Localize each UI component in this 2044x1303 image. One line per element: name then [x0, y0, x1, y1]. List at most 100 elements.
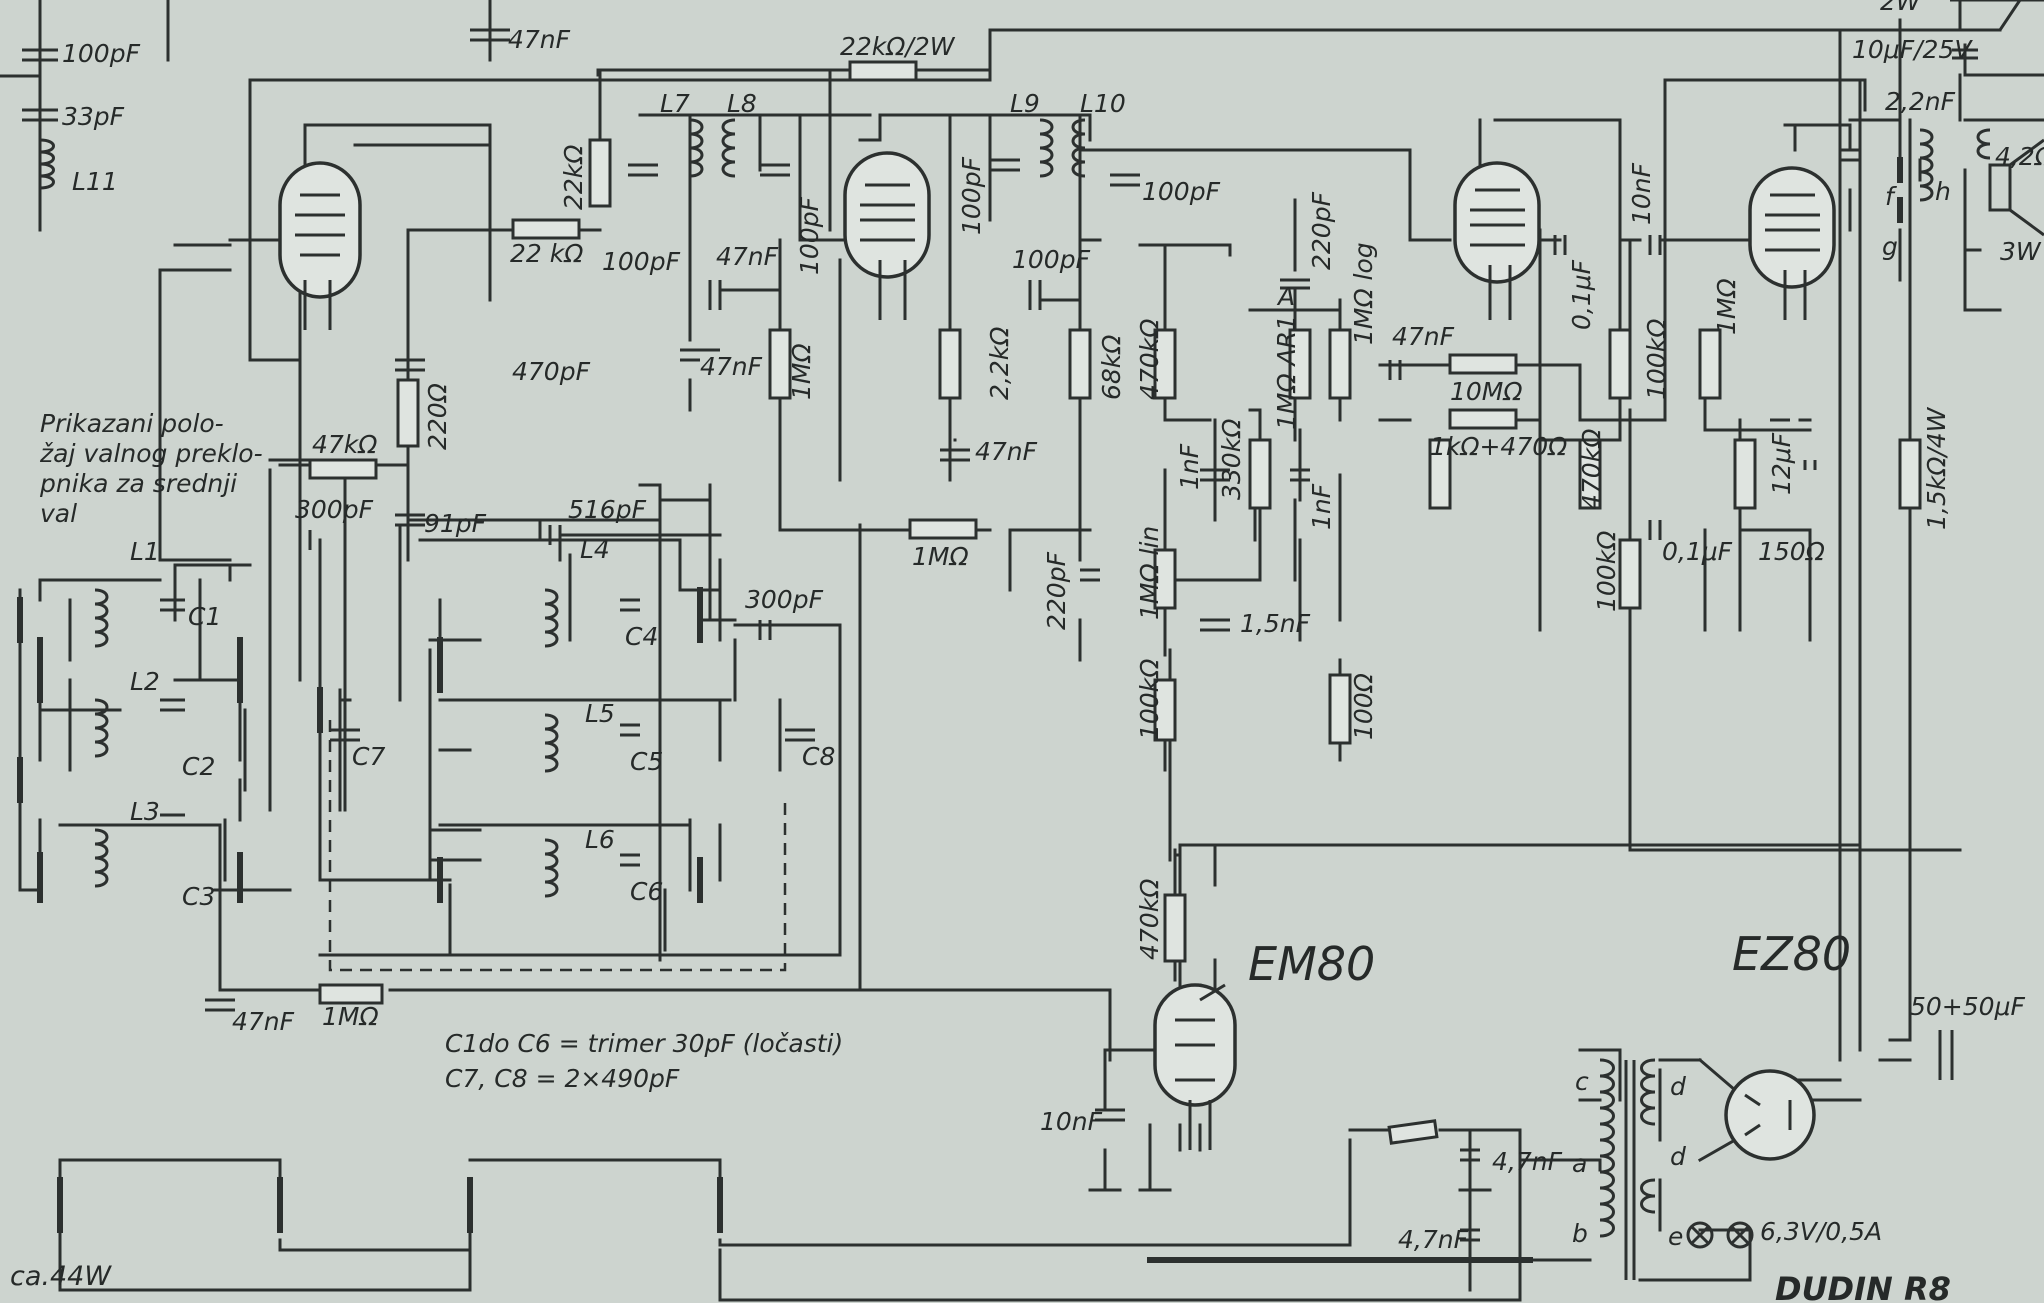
- label: d: [1670, 1142, 1686, 1171]
- label: 2,2kΩ: [985, 327, 1014, 400]
- label: 1MΩ: [1712, 278, 1741, 335]
- label: 1MΩ: [787, 343, 816, 400]
- component-labels: 100pF 33pF L11 47nF 22kΩ/2W 2W 10μF/25V …: [62, 0, 2044, 1254]
- switch-note-line: žaj valnog preklo-: [39, 439, 263, 468]
- label: a: [1572, 1149, 1587, 1178]
- label: 2,2nF: [1885, 87, 1956, 116]
- label: L10: [1080, 89, 1126, 118]
- label: 10nF: [1040, 1107, 1103, 1136]
- label: 0,1μF: [1567, 259, 1596, 330]
- label: 1MΩ: [912, 542, 969, 571]
- label: 1kΩ+470Ω: [1430, 432, 1567, 461]
- label: d: [1670, 1072, 1686, 1101]
- em80-label: EM80: [1248, 937, 1375, 991]
- label: 100Ω: [1349, 673, 1378, 740]
- label: 4,7nF: [1398, 1225, 1469, 1254]
- label: 300pF: [295, 495, 374, 524]
- mixer-tube: [278, 161, 362, 299]
- label: 47nF: [700, 352, 763, 381]
- label: 1MΩ AR1: [1272, 315, 1301, 430]
- label: L1: [130, 537, 160, 566]
- label: L8: [727, 89, 757, 118]
- label: 47kΩ: [312, 430, 377, 459]
- label: C1: [188, 602, 221, 631]
- label: 10nF: [1627, 162, 1656, 225]
- label: 1,5nF: [1240, 609, 1311, 638]
- ez80-label: EZ80: [1732, 927, 1851, 981]
- label: 10MΩ: [1450, 377, 1523, 406]
- label: g: [1882, 232, 1898, 261]
- label: b: [1572, 1219, 1588, 1248]
- tube-type-labels: EM80 EZ80: [1248, 927, 1851, 991]
- label: 4,2Ω: [1995, 142, 2044, 171]
- label: 220pF: [1042, 551, 1071, 630]
- notes: Prikazani polo- žaj valnog preklo- pnika…: [39, 409, 843, 1093]
- label: e: [1668, 1222, 1683, 1251]
- tubes: [278, 151, 1836, 1161]
- label: 47nF: [975, 437, 1038, 466]
- output-tube: [1748, 166, 1836, 289]
- speaker: [1950, 0, 2044, 237]
- label: C6: [630, 877, 663, 906]
- label: 2W: [1880, 0, 1922, 16]
- label: C7: [352, 742, 385, 771]
- inductors: [39, 118, 1991, 1280]
- switch-note-line: val: [40, 499, 77, 528]
- footer-labels: ca.44W DUDIN R8: [10, 1261, 1951, 1303]
- label: 470kΩ: [1135, 319, 1164, 400]
- label: 100pF: [1012, 245, 1091, 274]
- switch-note-line: pnika za srednji: [39, 469, 237, 498]
- label: 100pF: [795, 196, 824, 275]
- label: C4: [625, 622, 658, 651]
- label: 100pF: [62, 39, 141, 68]
- ez80-tube: [1724, 1069, 1816, 1161]
- label: 22kΩ/2W: [840, 32, 956, 61]
- label: 4,7nF: [1492, 1147, 1563, 1176]
- label: 1nF: [1307, 483, 1336, 530]
- label: 330kΩ: [1217, 419, 1246, 500]
- label: C5: [630, 747, 663, 776]
- label: 516pF: [568, 495, 647, 524]
- label: 150Ω: [1758, 537, 1825, 566]
- label: 47nF: [1392, 322, 1455, 351]
- label: 100kΩ: [1135, 659, 1164, 740]
- if-tube: [843, 151, 931, 279]
- label: L6: [585, 825, 615, 854]
- label: A: [1276, 282, 1295, 311]
- label: L9: [1010, 89, 1040, 118]
- switch-note-line: Prikazani polo-: [40, 409, 224, 438]
- trimmer-note-line: C7, C8 = 2×490pF: [445, 1064, 680, 1093]
- label: 470kΩ: [1577, 429, 1606, 510]
- lamps: [1686, 1221, 1754, 1249]
- label: 220pF: [1307, 191, 1336, 270]
- label: 68kΩ: [1097, 335, 1126, 400]
- label: 47nF: [716, 242, 779, 271]
- label: 6,3V/0,5A: [1760, 1217, 1882, 1246]
- label: 220Ω: [423, 383, 452, 450]
- switches: [17, 157, 1903, 1263]
- label: L4: [580, 535, 610, 564]
- label: 1MΩ lin: [1135, 526, 1164, 620]
- label: 100pF: [602, 247, 681, 276]
- label: 3W: [2000, 237, 2042, 266]
- label: L11: [72, 167, 118, 196]
- label: 50+50μF: [1910, 992, 2025, 1021]
- label: 470pF: [512, 357, 591, 386]
- label: C8: [802, 742, 835, 771]
- brand-label: DUDIN R8: [1775, 1270, 1951, 1303]
- label: 91pF: [424, 509, 487, 538]
- label: 1MΩ: [322, 1002, 379, 1031]
- label: 0,1μF: [1662, 537, 1733, 566]
- label: c: [1575, 1067, 1589, 1096]
- label: 100pF: [957, 156, 986, 235]
- capacitors: [22, 28, 1978, 1242]
- label: 470kΩ: [1135, 879, 1164, 960]
- label: 100kΩ: [1592, 531, 1621, 612]
- label: C2: [182, 752, 215, 781]
- label: 10μF/25V: [1852, 35, 1973, 64]
- label: L5: [585, 699, 615, 728]
- af-tube: [1453, 161, 1541, 284]
- label: L2: [130, 667, 160, 696]
- label: 100pF: [1142, 177, 1221, 206]
